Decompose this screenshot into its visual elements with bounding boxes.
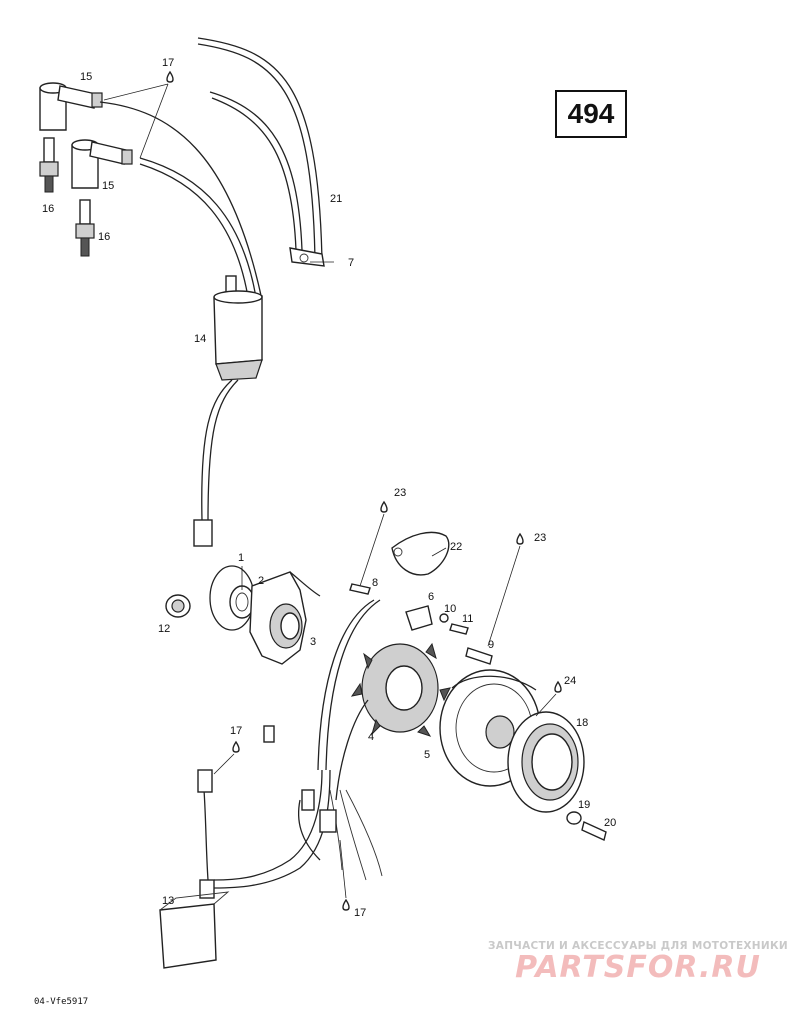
grease-drop-17-bottom [342, 898, 350, 911]
callout-15-lower: 15 [102, 180, 114, 192]
grease-drop-24 [554, 680, 562, 693]
washer-19 [566, 811, 582, 825]
callout-13: 13 [162, 895, 174, 907]
wiring-harness [197, 725, 383, 889]
page-number: 494 [567, 98, 615, 129]
stator [335, 642, 451, 801]
callout-23-right: 23 [534, 532, 546, 544]
magneto-housing [249, 571, 321, 665]
callout-4: 4 [368, 731, 374, 743]
callout-17-mid: 17 [230, 725, 242, 737]
high-tension-wires [99, 37, 323, 311]
cover [391, 531, 450, 576]
callout-1: 1 [238, 552, 244, 564]
callout-21: 21 [330, 193, 342, 205]
callout-15-upper: 15 [80, 71, 92, 83]
watermark-tagline: ЗАПЧАСТИ И АКСЕССУАРЫ ДЛЯ МОТОТЕХНИКИ [488, 940, 788, 952]
callout-7: 7 [348, 257, 354, 269]
bolt-8 [349, 583, 371, 595]
callout-9: 9 [488, 639, 494, 651]
callout-14: 14 [194, 333, 206, 345]
callout-24: 24 [564, 675, 576, 687]
spark-plug-upper [39, 137, 59, 193]
watermark: ЗАПЧАСТИ И АКСЕССУАРЫ ДЛЯ МОТОТЕХНИКИ PA… [488, 940, 788, 985]
callout-23-left: 23 [394, 487, 406, 499]
ignition-coil [193, 275, 263, 547]
callout-2: 2 [258, 575, 264, 587]
callout-8: 8 [372, 577, 378, 589]
trigger-coil [317, 599, 433, 771]
watermark-logo: PARTSFOR.RU [515, 950, 761, 985]
grease-drop-17-top [166, 70, 174, 83]
callout-17-bottom: 17 [354, 907, 366, 919]
callout-16-upper: 16 [42, 203, 54, 215]
oil-seal [165, 594, 191, 618]
grease-drop-23-right [516, 532, 524, 545]
callout-19: 19 [578, 799, 590, 811]
callout-10: 10 [444, 603, 456, 615]
callout-12: 12 [158, 623, 170, 635]
leader-lines [103, 83, 557, 899]
callout-3: 3 [310, 636, 316, 648]
grease-drop-17-mid [232, 740, 240, 753]
washer-10 [439, 613, 449, 623]
starter-pulley [507, 711, 585, 813]
drawing-code: 04-Vfe5917 [34, 997, 89, 1007]
bolt-9 [465, 647, 493, 665]
callout-20: 20 [604, 817, 616, 829]
callout-5: 5 [424, 749, 430, 761]
spark-plug-lower [75, 199, 95, 257]
screw-11 [449, 623, 469, 635]
spark-plug-cap-upper [39, 82, 103, 131]
control-module [159, 879, 230, 969]
callout-16-lower: 16 [98, 231, 110, 243]
callout-labels: 1 2 3 4 5 6 7 8 9 10 11 12 13 14 15 15 1… [42, 57, 616, 919]
callout-6: 6 [428, 591, 434, 603]
page-number-box: 494 [555, 90, 627, 138]
callout-22: 22 [450, 541, 462, 553]
spark-plug-cap-lower [71, 139, 133, 189]
grease-drop-23-left [380, 500, 388, 513]
callout-17-top: 17 [162, 57, 174, 69]
callout-11: 11 [462, 613, 473, 625]
wire-clip [289, 247, 325, 267]
callout-18: 18 [576, 717, 588, 729]
bolt-20 [581, 821, 607, 841]
